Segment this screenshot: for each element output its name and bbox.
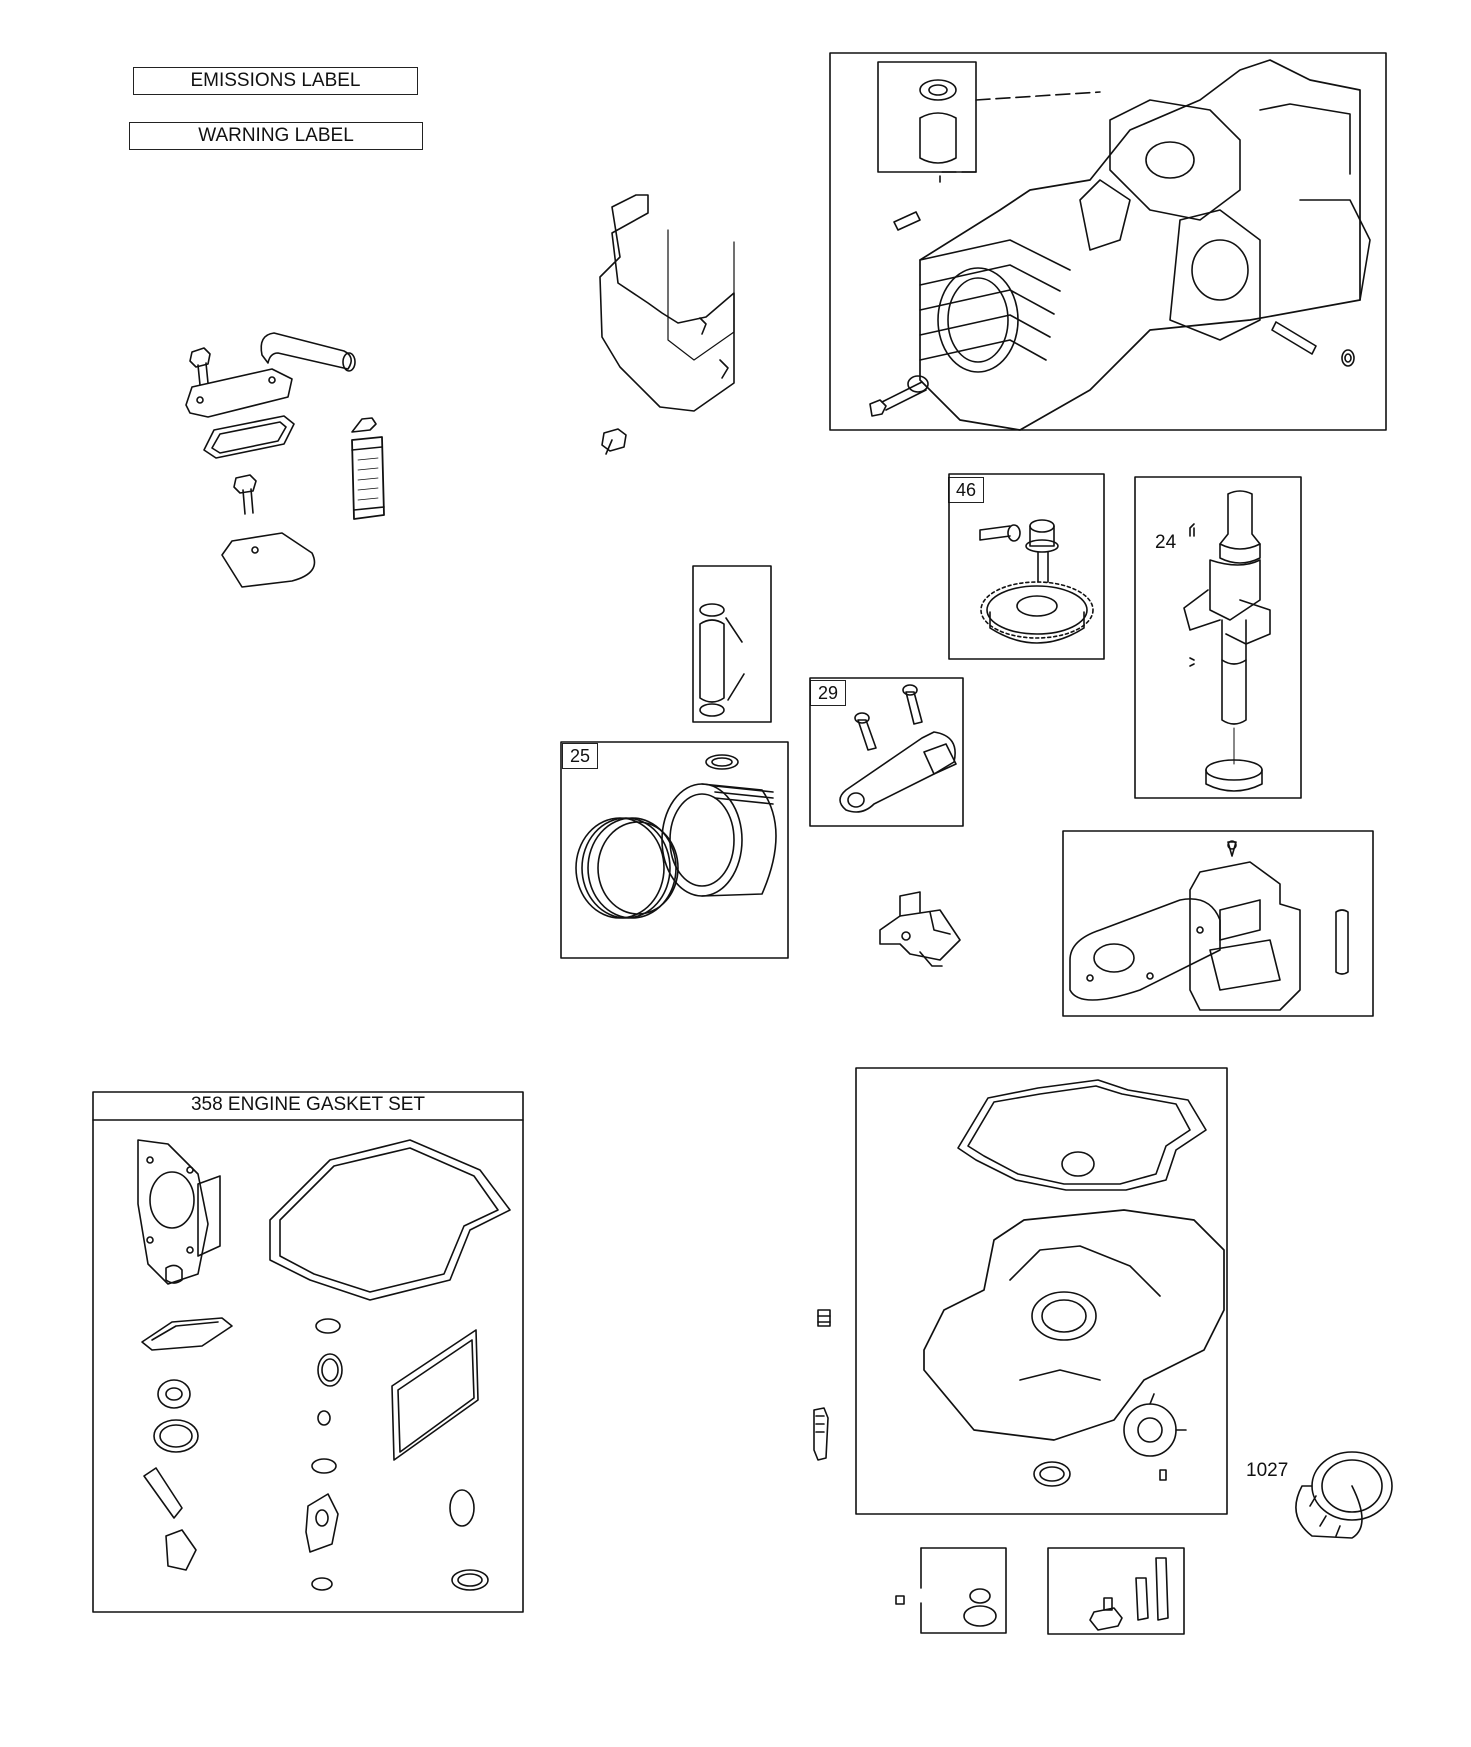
breather-assembly — [185, 332, 385, 588]
small-parts-box-right — [1047, 1547, 1185, 1635]
cover-hardware — [813, 1309, 831, 1461]
crankshaft-box — [1134, 476, 1302, 799]
warning-label-box: WARNING LABEL — [129, 122, 423, 150]
piston-pin-box — [692, 565, 772, 723]
governor-assembly — [879, 891, 961, 967]
gasket-set-box — [92, 1091, 524, 1613]
piston-box — [560, 741, 789, 959]
emissions-label-box: EMISSIONS LABEL — [133, 67, 418, 95]
gasket-set-title: 358 ENGINE GASKET SET — [190, 1094, 426, 1115]
callout-crankshaft: 24 — [1155, 532, 1177, 553]
governor-crank-box — [1062, 830, 1374, 1017]
callout-piston: 25 — [562, 743, 598, 769]
connecting-rod-box — [809, 677, 964, 827]
cylinder-assembly-box — [829, 52, 1387, 431]
cylinder-baffle — [599, 194, 735, 455]
callout-connecting-rod: 29 — [810, 680, 846, 706]
callout-oil-filter: 1027 — [1246, 1460, 1289, 1481]
camshaft-box — [948, 473, 1105, 660]
crankcase-cover-box — [855, 1067, 1228, 1515]
callout-camshaft: 46 — [948, 477, 984, 503]
oil-filter — [1295, 1451, 1393, 1539]
small-parts-box-left — [895, 1547, 1007, 1634]
